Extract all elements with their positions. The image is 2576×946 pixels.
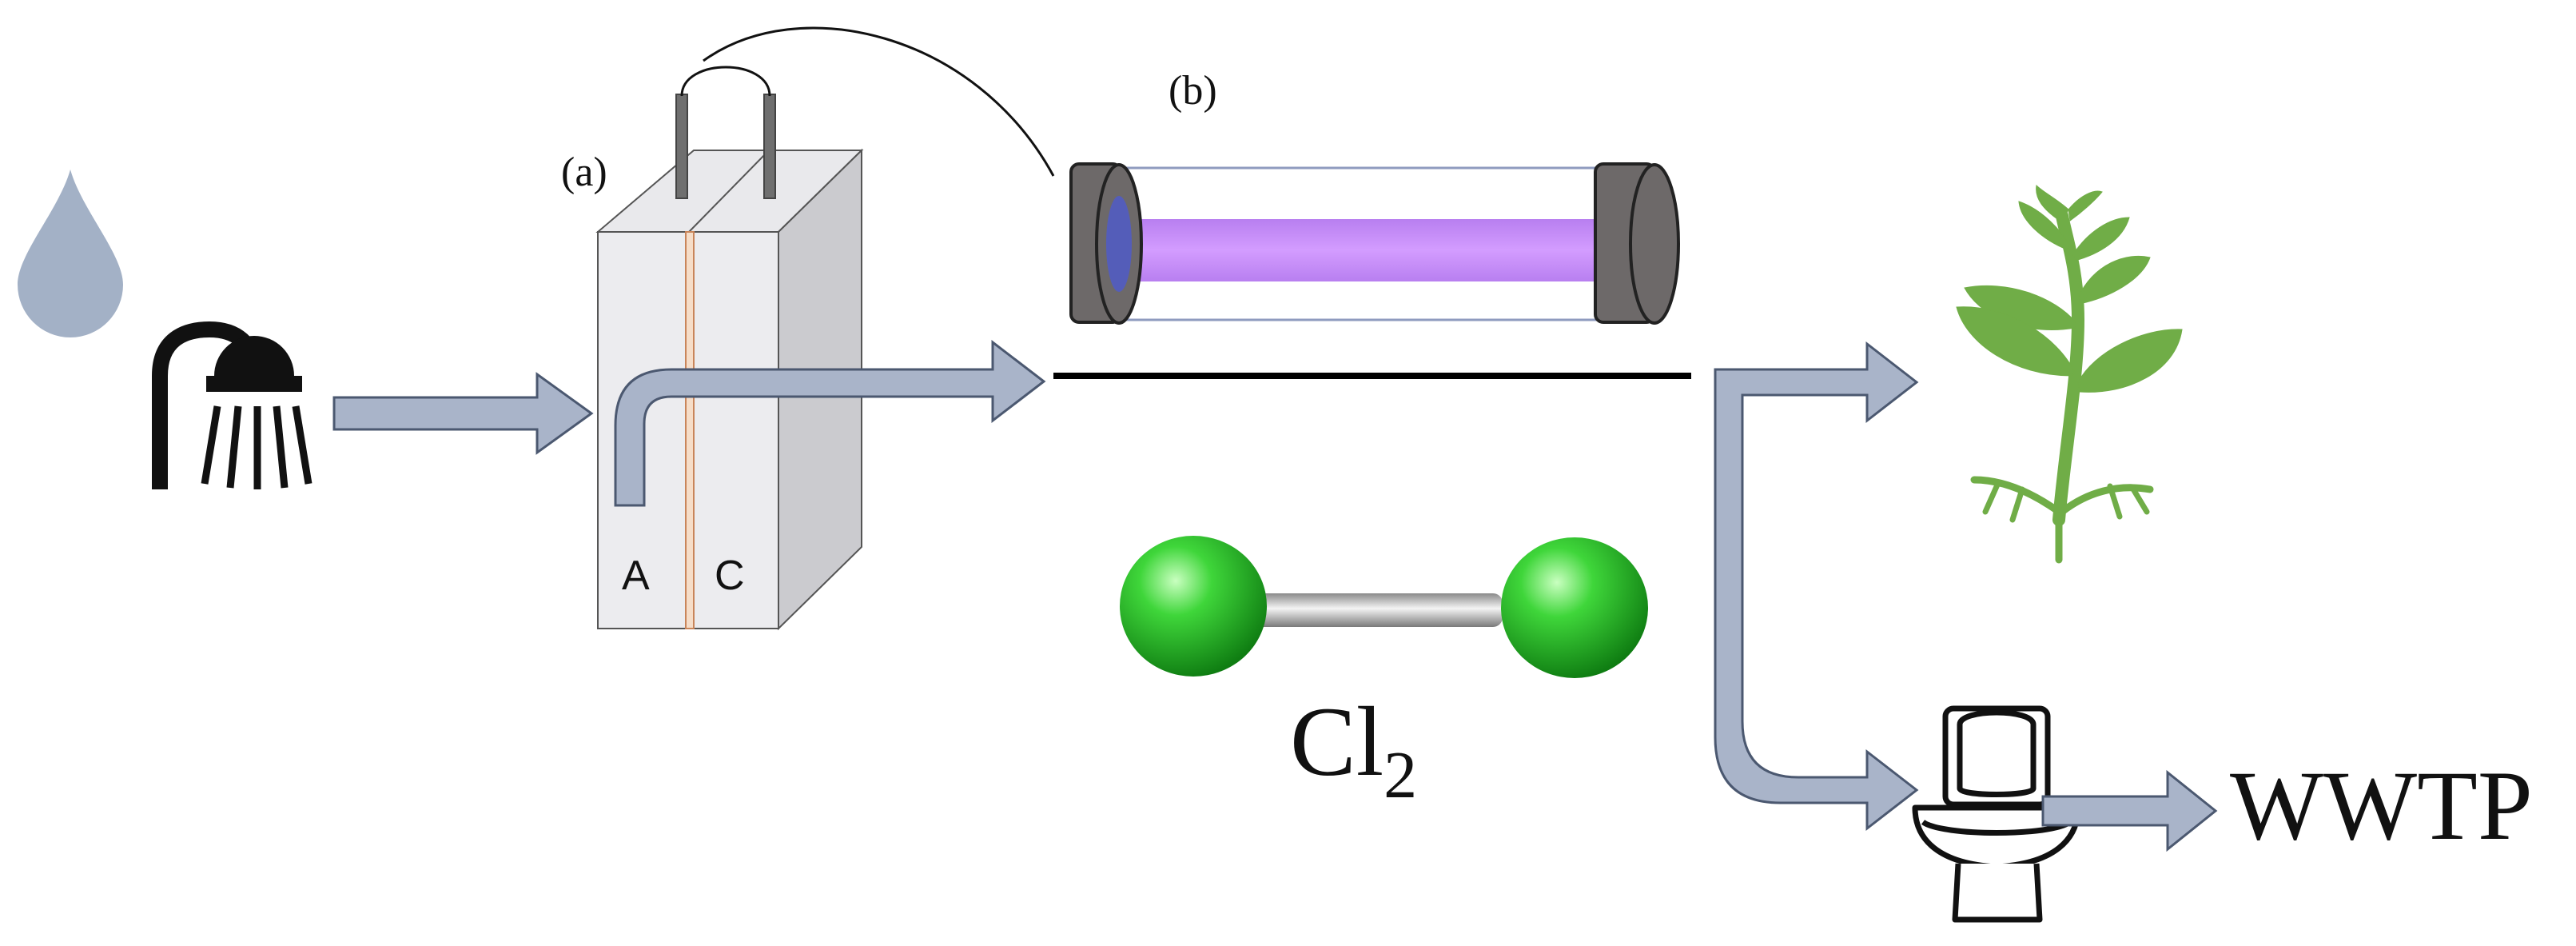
- water-drop-icon: [18, 170, 123, 337]
- cathode-panel: [693, 231, 779, 629]
- chlorine-molecule-icon: [1120, 536, 1648, 678]
- label-chlorine-subscript: 2: [1384, 738, 1418, 812]
- label-wwtp: WWTP: [2230, 751, 2533, 860]
- split-pipe: [1714, 341, 1919, 832]
- electrode-connection-wire: [680, 66, 771, 97]
- arrow-toilet-to-wwtp: [2041, 769, 2218, 852]
- electrochemical-cell: [595, 66, 864, 631]
- label-anode: A: [622, 553, 650, 599]
- label-uv-lamp-b: (b): [1169, 68, 1217, 114]
- chlorine-atom-right: [1501, 537, 1648, 678]
- toilet-icon: [1912, 705, 2081, 923]
- chlorine-bond: [1247, 593, 1503, 627]
- label-chlorine: Cl2: [1290, 693, 1417, 809]
- membrane: [685, 231, 695, 629]
- shower-icon: [152, 321, 313, 489]
- uv-tube: [1122, 219, 1608, 281]
- label-chlorine-base: Cl: [1290, 687, 1384, 796]
- cell-outlet-pipe: [614, 339, 1046, 507]
- chlorine-atom-left: [1120, 536, 1267, 677]
- label-cathode: C: [715, 553, 745, 599]
- label-cell-a: (a): [561, 150, 607, 195]
- plant-icon: [1956, 184, 2183, 564]
- uv-lamp: [1069, 162, 1680, 325]
- power-wire: [703, 26, 1055, 177]
- arrow-shower-to-cell: [332, 372, 594, 455]
